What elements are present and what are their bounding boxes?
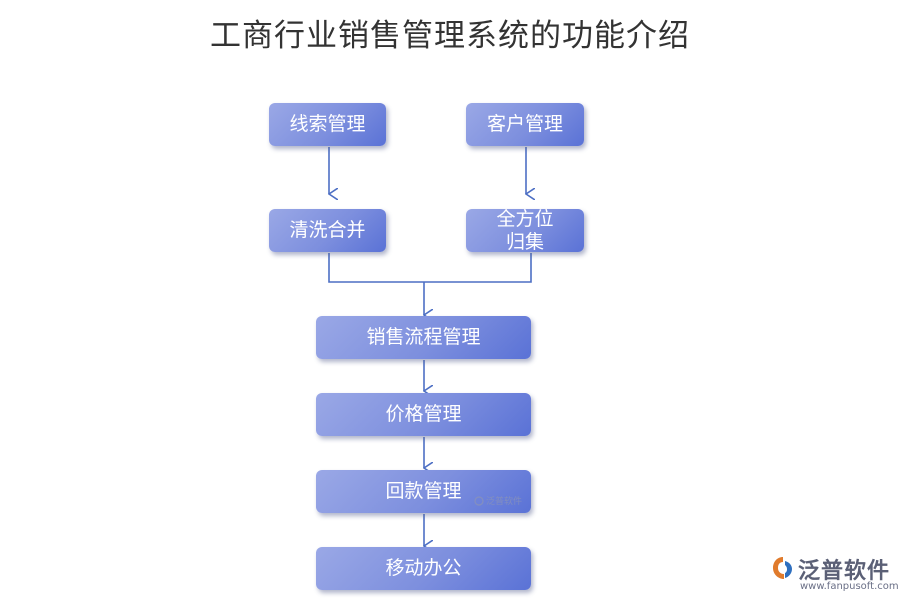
node-all-round-label-line2: 归集	[505, 230, 544, 253]
merge-bracket	[328, 253, 532, 283]
node-all-round-collection: 全方位 归集	[466, 207, 584, 253]
node-mobile-office-label: 移动办公	[385, 557, 462, 579]
watermark-logo-icon	[474, 495, 484, 506]
node-customer-management-label: 客户管理	[486, 113, 563, 135]
diagram-title: 工商行业销售管理系统的功能介绍	[210, 18, 690, 54]
node-sales-process-management: 销售流程管理	[316, 316, 531, 359]
node-lead-management: 线索管理	[269, 103, 386, 146]
watermark: 泛普软件	[474, 494, 522, 507]
logo-url: www.fanpusoft.com	[800, 581, 899, 592]
node-payment-management-label: 回款管理	[385, 480, 462, 502]
brand-logo: 泛普软件 www.fanpusoft.com	[770, 553, 899, 595]
node-cleaning-merging-label: 清洗合并	[289, 219, 366, 241]
watermark-text: 泛普软件	[486, 497, 523, 507]
node-cleaning-merging: 清洗合并	[269, 209, 386, 252]
node-mobile-office: 移动办公	[316, 547, 531, 590]
node-all-round-label-line1: 全方位	[496, 207, 554, 230]
node-price-management-label: 价格管理	[385, 403, 462, 425]
node-sales-process-label: 销售流程管理	[366, 326, 481, 348]
logo-name: 泛普软件	[798, 559, 891, 584]
node-payment-management: 回款管理	[316, 470, 531, 513]
node-price-management: 价格管理	[316, 393, 531, 436]
fanpu-logo-icon	[773, 557, 792, 579]
node-lead-management-label: 线索管理	[289, 113, 366, 135]
node-customer-management: 客户管理	[466, 103, 584, 146]
